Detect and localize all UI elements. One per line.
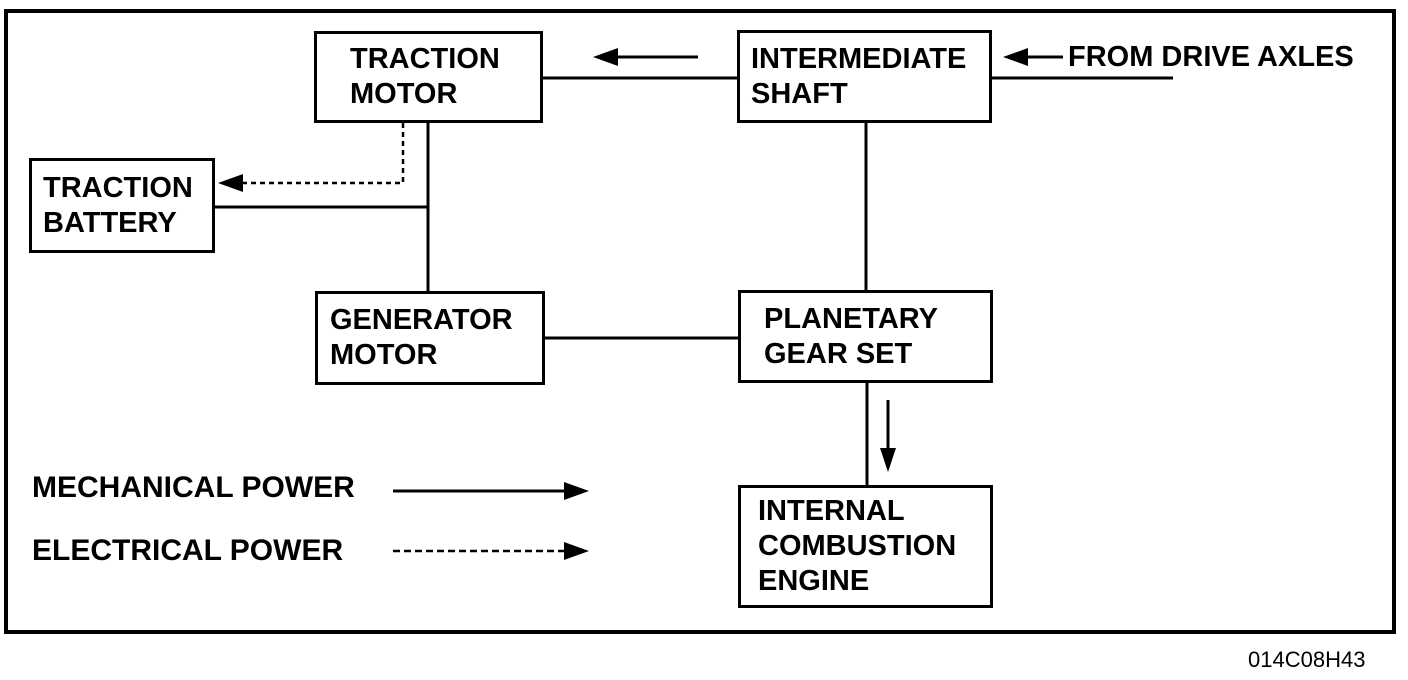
box-traction-motor: TRACTION MOTOR <box>314 31 543 123</box>
legend-mechanical-power-label: MECHANICAL POWER <box>32 471 355 504</box>
legend-electrical-arrow-icon <box>393 542 589 560</box>
box-generator-motor: GENERATOR MOTOR <box>315 291 545 385</box>
box-internal-combustion-engine: INTERNAL COMBUSTION ENGINE <box>738 485 993 608</box>
box-intermediate-shaft-label: INTERMEDIATE SHAFT <box>740 42 966 112</box>
box-label-line: INTERNAL <box>758 495 905 527</box>
box-label-line: BATTERY <box>43 206 177 239</box>
box-traction-motor-label: TRACTION MOTOR <box>317 42 500 112</box>
box-intermediate-shaft: INTERMEDIATE SHAFT <box>737 30 992 123</box>
box-label-line: MOTOR <box>350 78 458 110</box>
legend-mechanical-arrow-icon <box>393 482 589 500</box>
box-traction-battery: TRACTION BATTERY <box>29 158 215 253</box>
box-planetary-gear-set: PLANETARY GEAR SET <box>738 290 993 383</box>
mechanical-flow-left-arrow-icon <box>593 48 698 66</box>
figure-code: 014C08H43 <box>1248 647 1366 672</box>
dashed-traction-motor-to-traction-battery <box>218 123 405 192</box>
box-internal-combustion-engine-label: INTERNAL COMBUSTION ENGINE <box>741 494 956 599</box>
from-drive-axles-left-arrow-icon <box>1003 48 1063 66</box>
box-label-line: ENGINE <box>758 565 870 597</box>
mechanical-flow-down-arrow-icon <box>880 400 896 472</box>
box-label-line: GEAR SET <box>764 337 913 370</box>
box-traction-battery-label: TRACTION BATTERY <box>32 171 193 241</box>
box-generator-motor-label: GENERATOR MOTOR <box>318 303 513 373</box>
box-label-line: INTERMEDIATE <box>751 42 967 75</box>
box-label-line: TRACTION <box>43 171 193 204</box>
box-label-line: TRACTION <box>350 43 500 75</box>
box-label-line: SHAFT <box>751 77 848 110</box>
box-label-line: MOTOR <box>330 339 438 371</box>
box-label-line: GENERATOR <box>330 304 513 336</box>
electrical-flow-left-arrowhead-icon <box>218 174 243 192</box>
box-label-line: COMBUSTION <box>758 530 957 562</box>
box-planetary-gear-set-label: PLANETARY GEAR SET <box>741 302 938 372</box>
legend-electrical-power-label: ELECTRICAL POWER <box>32 534 344 567</box>
box-label-line: PLANETARY <box>764 302 938 335</box>
from-drive-axles-label: FROM DRIVE AXLES <box>1068 41 1354 73</box>
diagram-border <box>4 9 1396 634</box>
